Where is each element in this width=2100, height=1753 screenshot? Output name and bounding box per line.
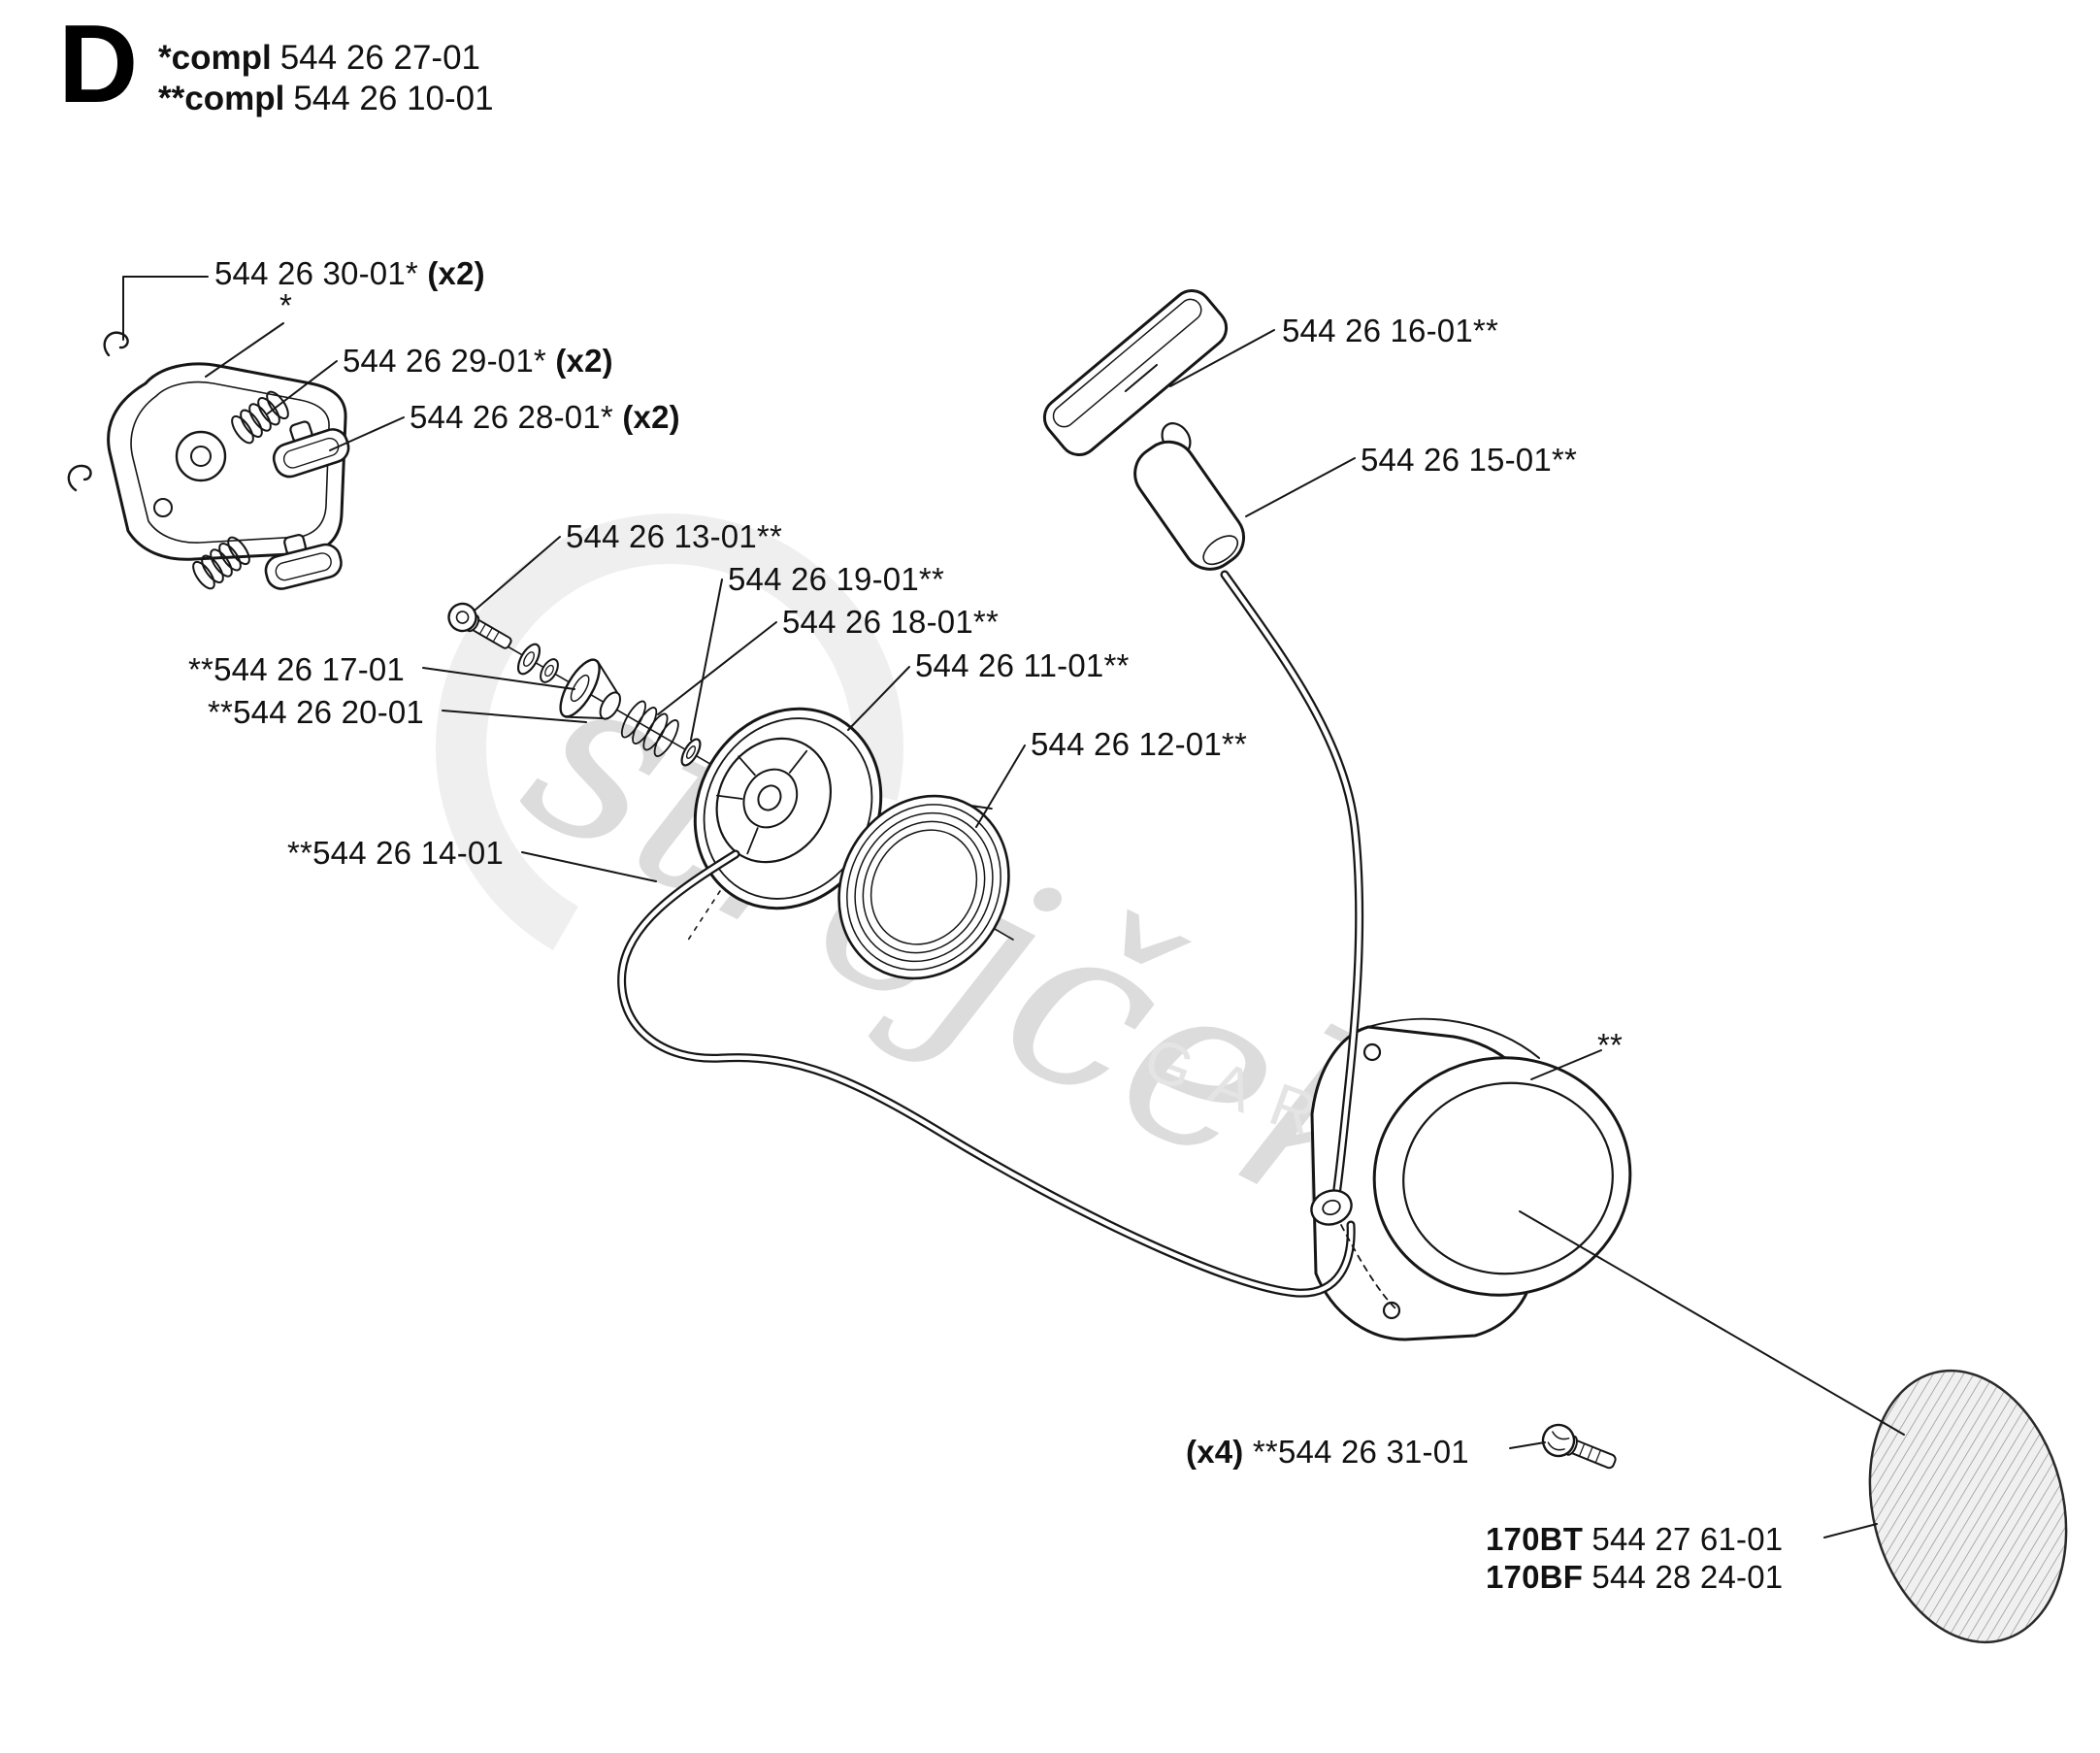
starter-pawl-drawing: [264, 420, 350, 590]
label-544-26-20-01: **544 26 20-01: [208, 694, 424, 730]
hidden-rope-dashes: [686, 890, 721, 943]
leader-lines: [122, 276, 1905, 1538]
label-544-26-17-01: **544 26 17-01: [188, 651, 405, 687]
starter-screen-drawing: [1868, 1369, 2068, 1644]
starter-assembly-drawing: [1310, 1017, 1632, 1341]
label-544-26-13-01: 544 26 13-01**: [566, 518, 782, 554]
starter-handle-drawing: [1042, 289, 1246, 571]
compl-number: 544 26 27-01: [279, 39, 480, 77]
label-170bf: 170BF 544 28 24-01: [1486, 1559, 1784, 1595]
rope-pulley-drawing: [693, 707, 883, 910]
label-544-26-29-01: 544 26 29-01* (x2): [343, 343, 613, 379]
starter-rope-drawing: [617, 570, 1364, 1298]
label-544-26-30-01: 544 26 30-01* (x2): [214, 255, 485, 291]
label-asterisk-ref: *: [279, 287, 293, 323]
label-544-26-11-01: 544 26 11-01**: [915, 647, 1130, 683]
watermark-swirl: [436, 513, 903, 981]
compl-prefix: *compl: [158, 39, 272, 77]
compl-number: 544 26 10-01: [293, 80, 494, 117]
washer-small-drawing: [540, 658, 559, 683]
screw-13-drawing: [447, 602, 512, 649]
section-letter: D: [58, 3, 139, 126]
label-544-26-14-01: **544 26 14-01: [287, 835, 504, 871]
coil-spring-drawing: [620, 700, 679, 757]
diagram-parts: [67, 276, 2068, 1644]
washer-small-drawing: [516, 643, 541, 676]
compl-prefix: **compl: [158, 80, 285, 117]
label-170bt: 170BT 544 27 61-01: [1486, 1521, 1784, 1557]
pawl-spring-drawing: [192, 390, 289, 590]
label-544-26-28-01: 544 26 28-01* (x2): [410, 399, 680, 435]
starter-hub-drawing: [559, 658, 621, 720]
recoil-spring-drawing: [837, 794, 1010, 980]
hidden-rope-dashes: [1340, 1224, 1396, 1309]
label-544-26-12-01: 544 26 12-01**: [1031, 726, 1247, 762]
label-assembly-ref: **: [1597, 1027, 1624, 1063]
rope-guide-drawing: [1310, 1189, 1353, 1226]
label-544-26-15-01: 544 26 15-01**: [1361, 442, 1577, 478]
screw-31-drawing: [1541, 1423, 1617, 1470]
label-544-26-31-01: (x4) **544 26 31-01: [1186, 1434, 1469, 1470]
label-544-26-18-01: 544 26 18-01**: [782, 604, 999, 640]
washer-19-drawing: [680, 738, 702, 767]
label-544-26-16-01: 544 26 16-01**: [1282, 313, 1498, 348]
spring-hook-icon: [67, 464, 92, 492]
label-544-26-19-01: 544 26 19-01**: [728, 561, 944, 597]
